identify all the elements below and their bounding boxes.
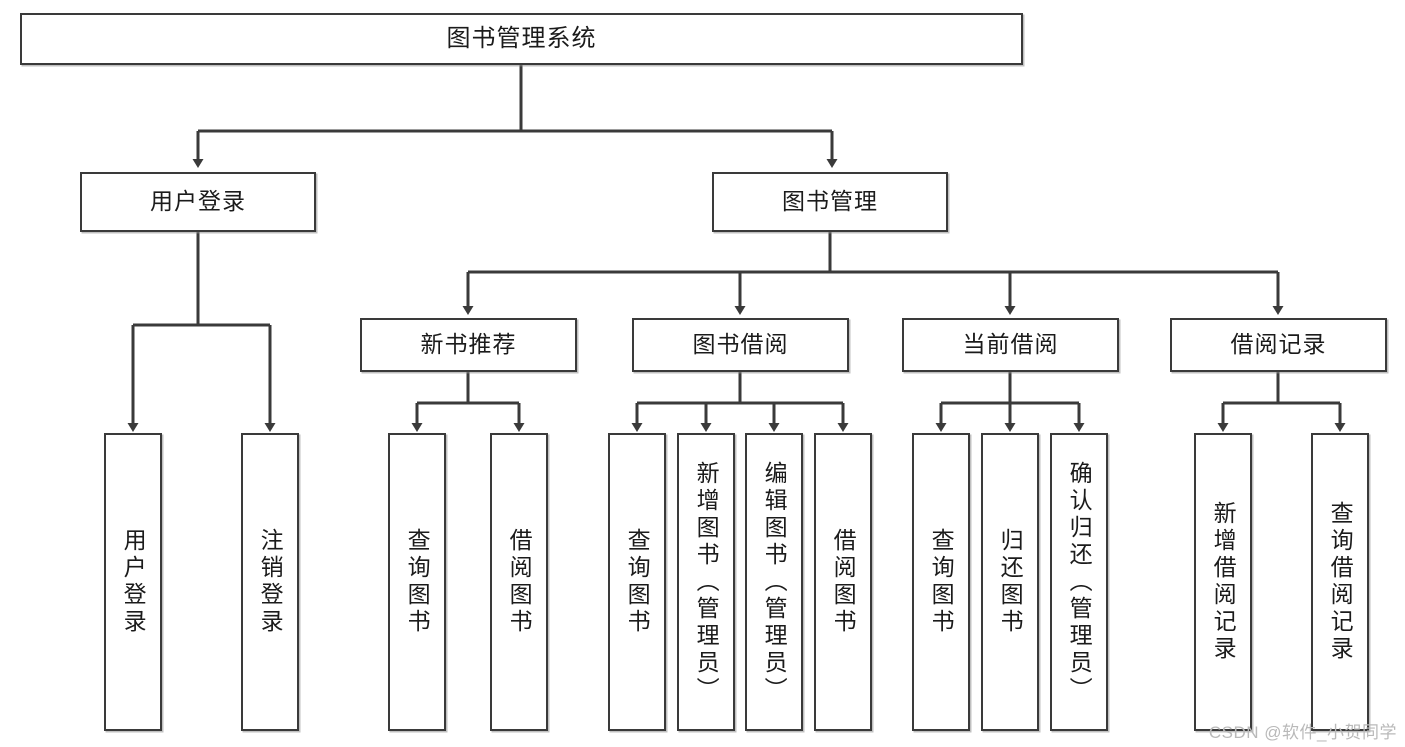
node-book-manage-label: 图书管理 [782, 188, 878, 215]
node-user-login[interactable]: 用户登录 [80, 172, 316, 232]
node-root[interactable]: 图书管理系统 [20, 13, 1023, 65]
node-leaf-add-book-label: 新增图书（管理员） [693, 460, 720, 704]
node-leaf-query-book-2-label: 查询图书 [624, 528, 651, 636]
node-leaf-borrow-book-1-label: 借阅图书 [506, 528, 533, 636]
node-leaf-confirm-return[interactable]: 确认归还（管理员） [1050, 433, 1108, 731]
node-leaf-query-book-1-label: 查询图书 [404, 528, 431, 636]
node-leaf-borrow-book-2[interactable]: 借阅图书 [814, 433, 872, 731]
node-leaf-query-record-label: 查询借阅记录 [1327, 501, 1354, 663]
node-new-book-rec[interactable]: 新书推荐 [360, 318, 577, 372]
node-root-label: 图书管理系统 [446, 24, 597, 52]
node-leaf-add-record[interactable]: 新增借阅记录 [1194, 433, 1252, 731]
node-leaf-user-login[interactable]: 用户登录 [104, 433, 162, 731]
node-leaf-query-book-3[interactable]: 查询图书 [912, 433, 970, 731]
watermark-text: CSDN @软件_小贺同学 [1208, 723, 1397, 742]
node-current-borrow-label: 当前借阅 [962, 331, 1059, 358]
node-leaf-query-book-2[interactable]: 查询图书 [608, 433, 666, 731]
node-leaf-add-book[interactable]: 新增图书（管理员） [677, 433, 735, 731]
node-user-login-label: 用户登录 [150, 188, 246, 215]
node-book-borrow-label: 图书借阅 [692, 331, 789, 358]
node-leaf-borrow-book-2-label: 借阅图书 [830, 528, 857, 636]
node-leaf-user-logout-label: 注销登录 [257, 528, 284, 636]
node-leaf-query-book-1[interactable]: 查询图书 [388, 433, 446, 731]
node-borrow-record[interactable]: 借阅记录 [1170, 318, 1387, 372]
node-leaf-query-record[interactable]: 查询借阅记录 [1311, 433, 1369, 731]
node-leaf-add-record-label: 新增借阅记录 [1210, 501, 1237, 663]
node-book-borrow[interactable]: 图书借阅 [632, 318, 849, 372]
node-borrow-record-label: 借阅记录 [1230, 331, 1327, 358]
node-new-book-rec-label: 新书推荐 [420, 331, 517, 358]
node-leaf-edit-book[interactable]: 编辑图书（管理员） [745, 433, 803, 731]
node-current-borrow[interactable]: 当前借阅 [902, 318, 1119, 372]
node-leaf-edit-book-label: 编辑图书（管理员） [761, 460, 788, 704]
node-leaf-return-book[interactable]: 归还图书 [981, 433, 1039, 731]
node-leaf-user-login-label: 用户登录 [120, 528, 147, 636]
node-leaf-borrow-book-1[interactable]: 借阅图书 [490, 433, 548, 731]
node-book-manage[interactable]: 图书管理 [712, 172, 948, 232]
node-leaf-return-book-label: 归还图书 [997, 528, 1024, 636]
node-leaf-user-logout[interactable]: 注销登录 [241, 433, 299, 731]
node-leaf-query-book-3-label: 查询图书 [928, 528, 955, 636]
node-leaf-confirm-return-label: 确认归还（管理员） [1066, 460, 1093, 704]
